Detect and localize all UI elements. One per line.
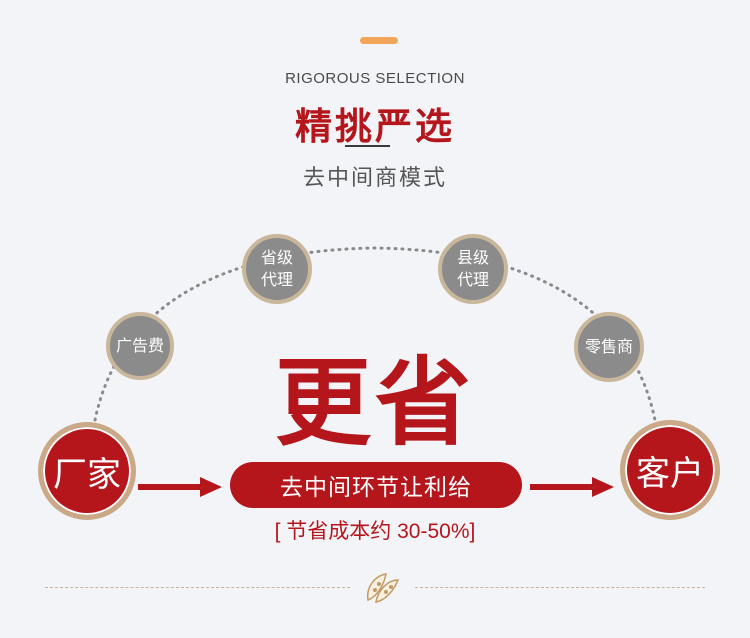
title-underline [345, 145, 390, 147]
savings-note: [ 节省成本约 30-50%] [274, 520, 476, 543]
middle-pill: 去中间环节让利给 [230, 462, 522, 508]
arrow-right [530, 477, 614, 497]
big-headline: 更省 [275, 347, 475, 459]
node-label: 零售商 [584, 337, 633, 356]
node-label: 广告费 [115, 336, 164, 355]
arrow-left [138, 477, 222, 497]
node-label: 省级 代理 [260, 248, 293, 289]
endpoint-label: 客户 [636, 453, 704, 494]
endpoint-label: 厂家 [53, 454, 121, 495]
divider-right [415, 587, 705, 588]
tagline: 去中间商模式 [302, 166, 447, 191]
node-retailer: 零售商 [574, 312, 644, 382]
page-title: 精挑严选 [295, 104, 455, 148]
pea-pod-icon [366, 573, 400, 603]
node-label: 县级 代理 [456, 248, 489, 289]
node-county-agent: 县级 代理 [438, 234, 508, 304]
endpoint-factory: 厂家 [38, 422, 136, 520]
divider-left [45, 587, 350, 588]
node-ad-fee: 广告费 [106, 312, 174, 380]
endpoint-customer: 客户 [620, 420, 720, 520]
english-subtitle: RIGOROUS SELECTION [285, 70, 465, 87]
node-provincial-agent: 省级 代理 [242, 234, 312, 304]
accent-bar [360, 37, 398, 44]
